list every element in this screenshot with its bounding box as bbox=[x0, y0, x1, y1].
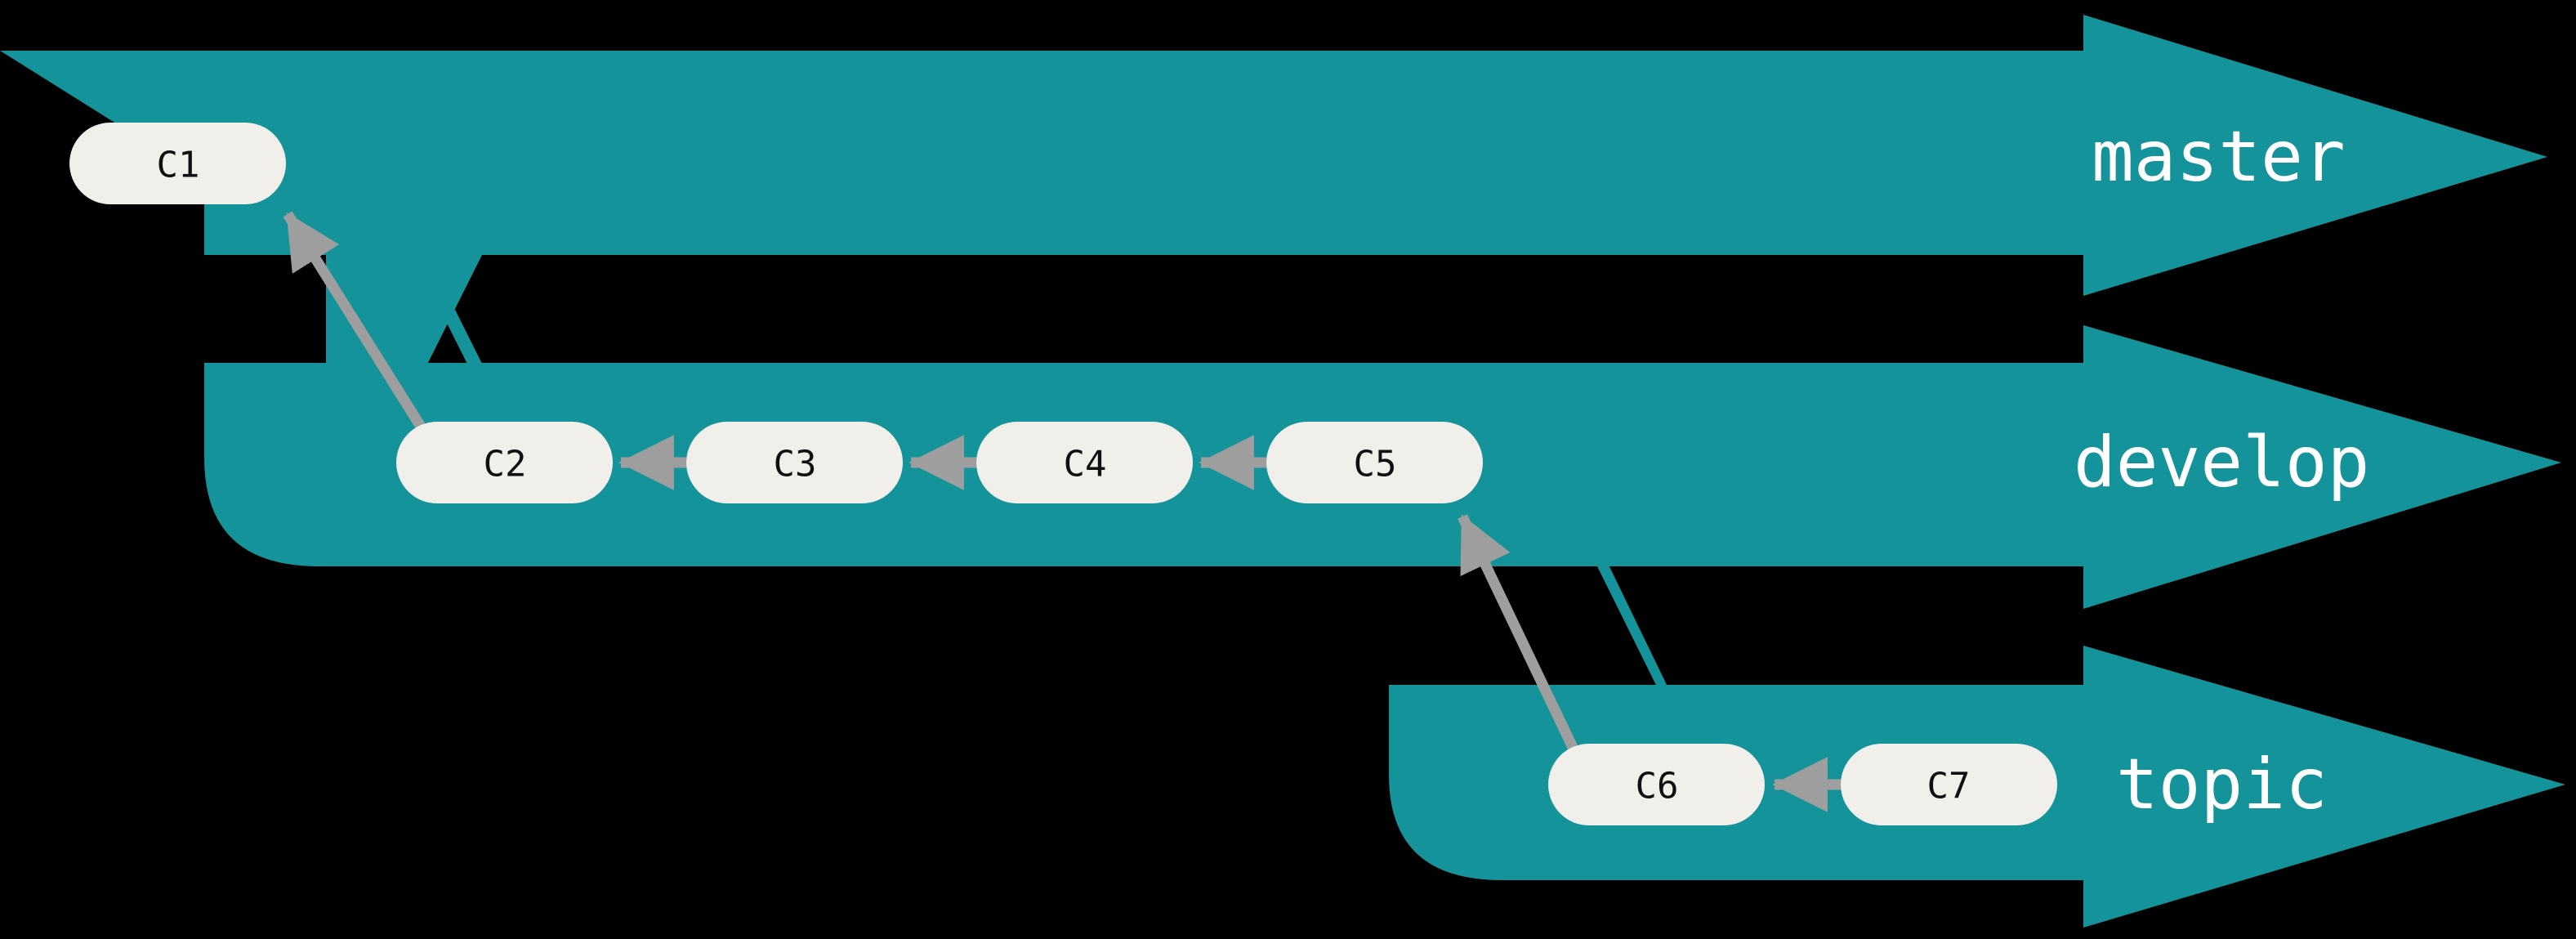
commit-label: C5 bbox=[1354, 444, 1397, 485]
edge-c6-to-c5 bbox=[1458, 514, 1582, 758]
commit-label: C1 bbox=[157, 145, 200, 186]
commit-pill bbox=[69, 123, 286, 204]
branch-label-develop: develop bbox=[2074, 422, 2369, 503]
commit-node-c4[interactable]: C4 bbox=[976, 422, 1193, 503]
commit-pill bbox=[1266, 422, 1483, 503]
commit-nodes: C1 C2 C3 C4 C5 C6 bbox=[69, 123, 2057, 825]
commit-label: C3 bbox=[774, 444, 817, 485]
branch-label-topic: topic bbox=[2116, 744, 2328, 825]
commit-pill bbox=[1548, 744, 1765, 825]
commit-label: C4 bbox=[1064, 444, 1107, 485]
branch-labels: master develop topic bbox=[2074, 116, 2369, 825]
commit-node-c6[interactable]: C6 bbox=[1548, 744, 1765, 825]
branch-band-master bbox=[0, 15, 2547, 566]
commit-node-c5[interactable]: C5 bbox=[1266, 422, 1483, 503]
commit-pill bbox=[686, 422, 903, 503]
commit-node-c3[interactable]: C3 bbox=[686, 422, 903, 503]
commit-label: C2 bbox=[484, 444, 527, 485]
branch-label-master: master bbox=[2092, 116, 2346, 198]
commit-edges bbox=[283, 211, 1841, 812]
edge-c2-to-c1 bbox=[283, 211, 430, 436]
commit-pill bbox=[976, 422, 1193, 503]
commit-pill bbox=[1841, 744, 2057, 825]
commit-pill bbox=[396, 422, 613, 503]
commit-node-c7[interactable]: C7 bbox=[1841, 744, 2057, 825]
commit-label: C7 bbox=[1927, 766, 1971, 807]
commit-node-c2[interactable]: C2 bbox=[396, 422, 613, 503]
commit-label: C6 bbox=[1636, 766, 1679, 807]
commit-node-c1[interactable]: C1 bbox=[69, 123, 286, 204]
